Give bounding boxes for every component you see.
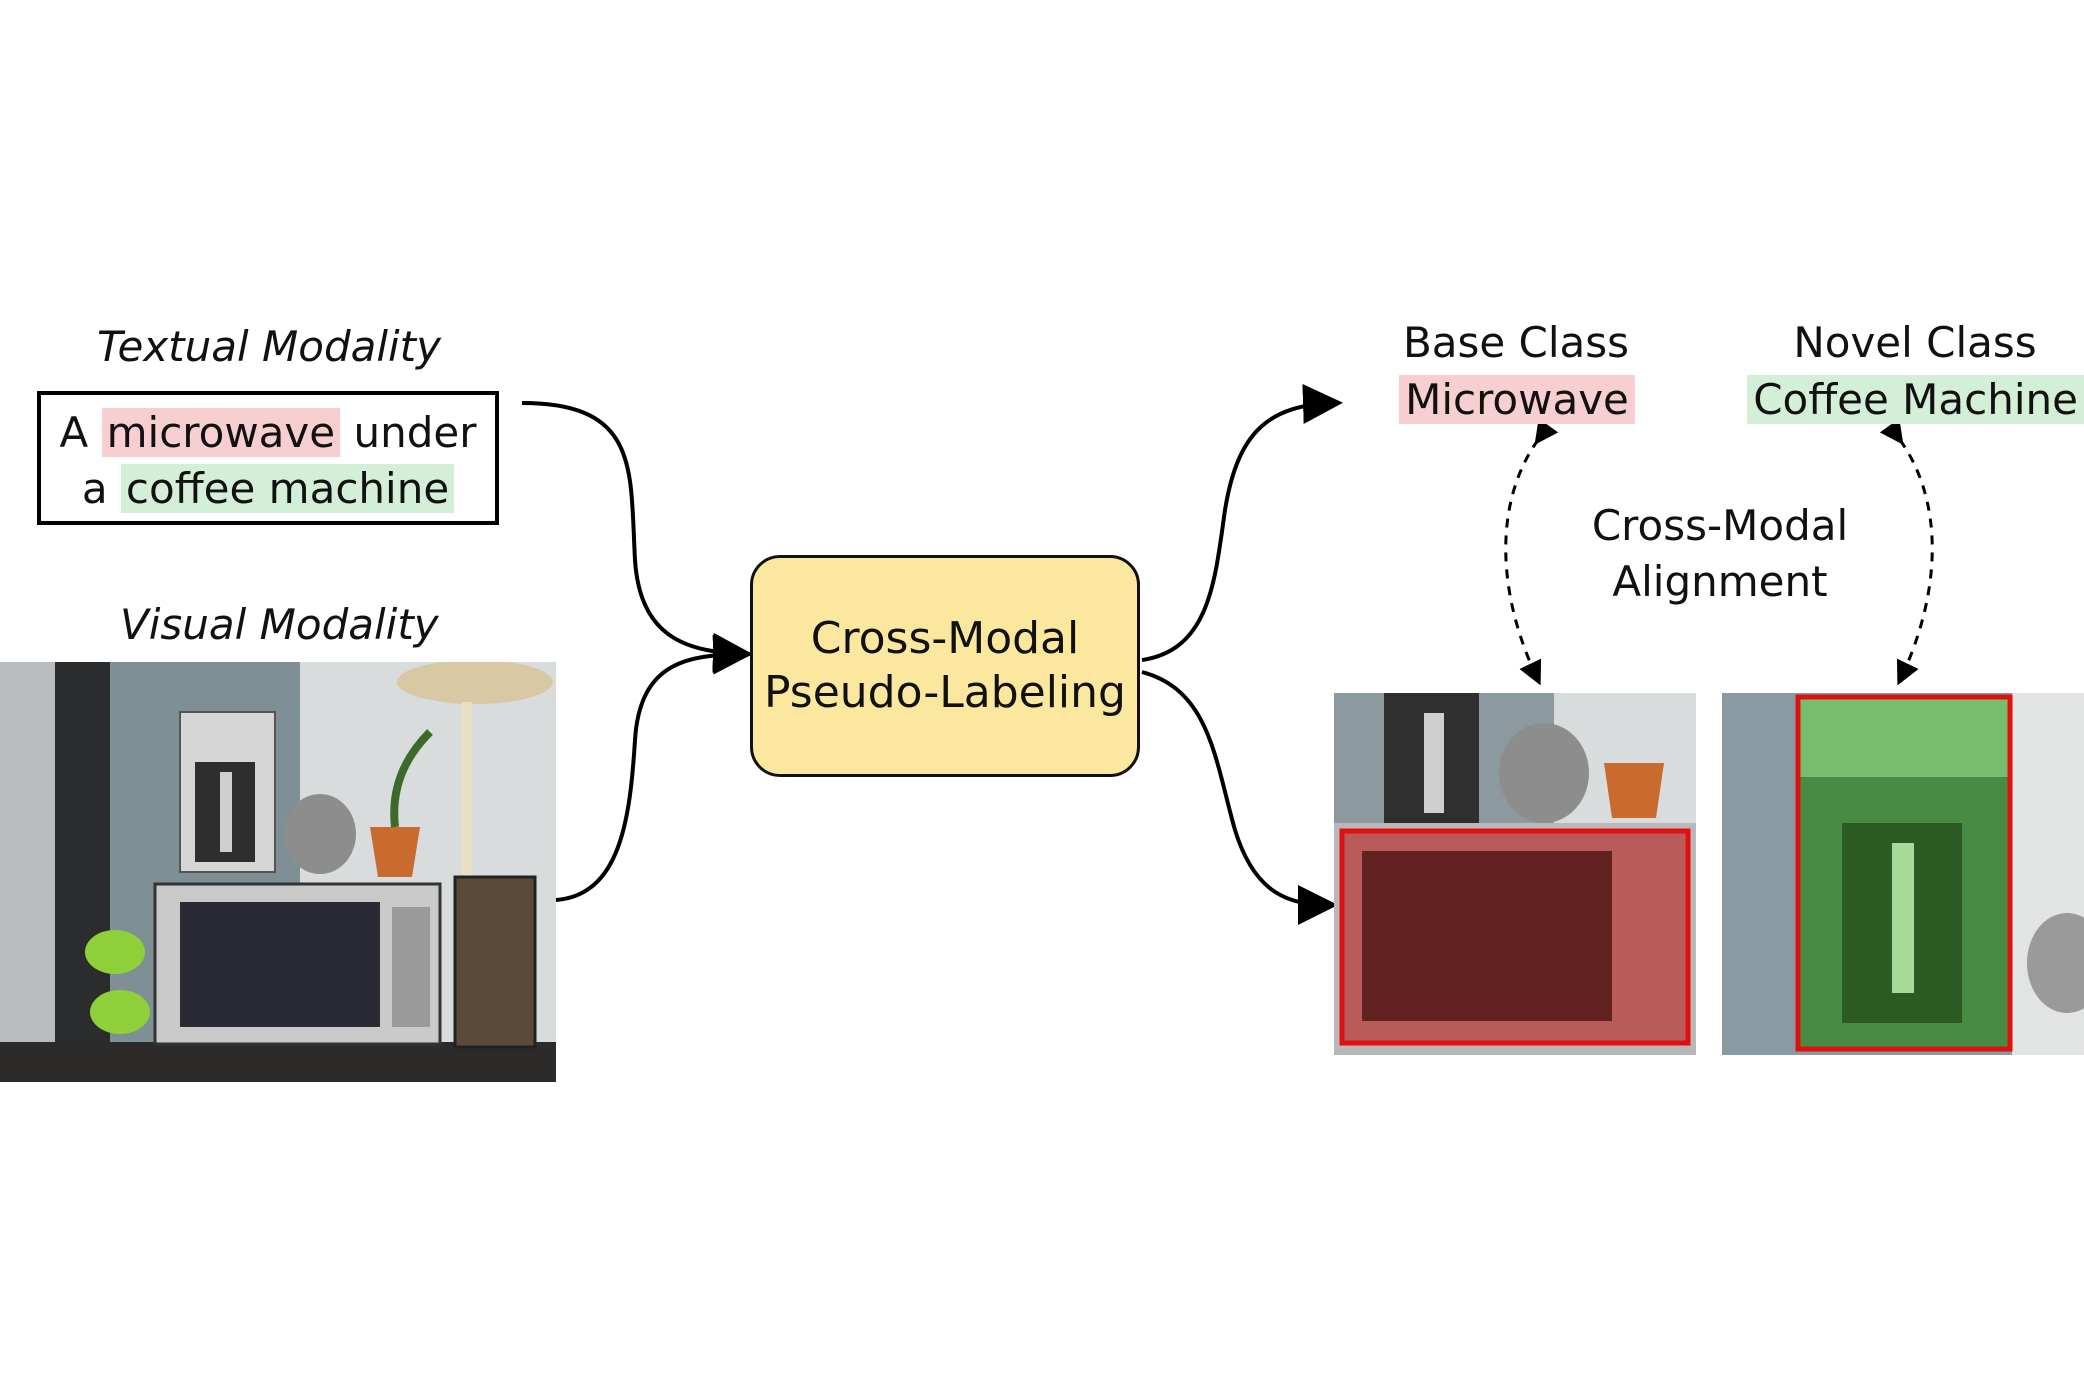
pseudo-labeling-line-1: Cross-Modal: [810, 613, 1080, 664]
alignment-line-1: Cross-Modal: [1591, 501, 1849, 550]
arrow-center-to-regions: [1141, 670, 1338, 925]
base-class-label: Microwave: [1399, 375, 1635, 424]
alignment-arrow-base: [1504, 418, 1559, 686]
kitchen-photo: [0, 662, 556, 1082]
pseudo-labeling-box: Cross-Modal Pseudo-Labeling: [750, 555, 1140, 777]
caption-novel-word: coffee machine: [120, 464, 455, 513]
microwave-bbox: [1339, 828, 1691, 1046]
visual-modality-heading: Visual Modality: [120, 600, 439, 649]
cross-modal-alignment-label: Cross-Modal Alignment: [1560, 498, 1880, 610]
alignment-arrow-novel: [1879, 418, 1934, 686]
arrow-image-to-center: [555, 634, 753, 902]
arrow-center-to-classes: [1141, 384, 1343, 662]
novel-class-label: Coffee Machine: [1747, 375, 2084, 424]
caption-box: A microwave under a coffee machine: [37, 391, 499, 525]
coffee-machine-bbox: [1795, 694, 2013, 1052]
novel-class-label-wrap: Coffee Machine: [1738, 375, 2084, 424]
coffee-machine-region-crop: [1722, 693, 2084, 1055]
caption-line-1: A microwave under: [41, 405, 495, 461]
microwave-region-crop: [1334, 693, 1696, 1055]
caption-word: under: [353, 408, 477, 457]
caption-base-word: microwave: [101, 408, 341, 457]
caption-line-2: a coffee machine: [41, 461, 495, 517]
textual-modality-heading: Textual Modality: [97, 322, 441, 371]
novel-class-heading: Novel Class: [1793, 318, 2037, 367]
arrow-text-to-center: [521, 401, 753, 673]
pseudo-labeling-line-2: Pseudo-Labeling: [764, 667, 1126, 718]
base-class-heading: Base Class: [1402, 318, 1630, 367]
caption-word: A: [59, 408, 89, 457]
caption-word: a: [81, 464, 108, 513]
base-class-label-wrap: Microwave: [1392, 375, 1642, 424]
alignment-line-2: Alignment: [1612, 557, 1828, 606]
